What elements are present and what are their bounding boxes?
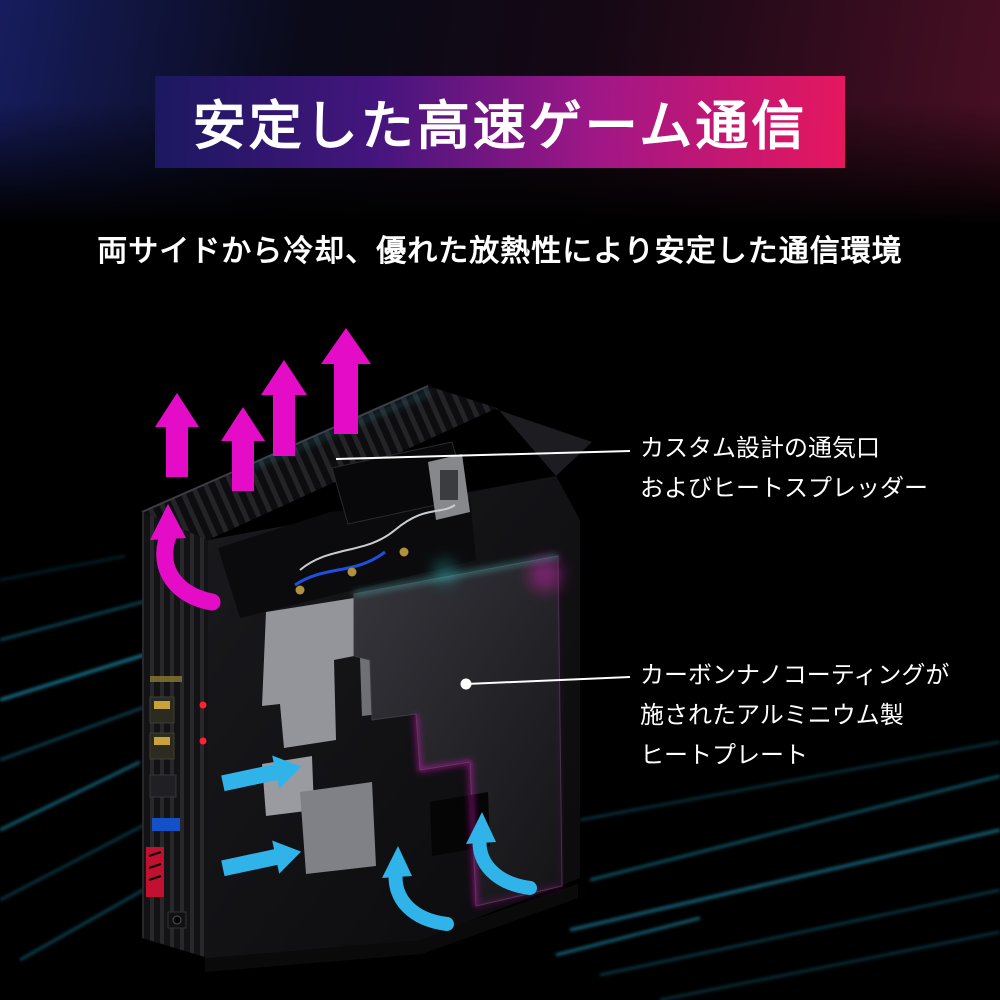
plate-glow-magenta-right bbox=[557, 555, 563, 887]
screw bbox=[399, 547, 409, 557]
device-internal-pcb bbox=[218, 441, 476, 618]
heatplate-callout-line bbox=[465, 676, 631, 685]
curved-arrow-icon bbox=[466, 812, 537, 895]
red-logo-strip bbox=[146, 847, 164, 897]
heatplate-callout-dot bbox=[460, 678, 472, 690]
up-arrow-icon bbox=[261, 360, 307, 456]
up-arrow-icon bbox=[155, 393, 199, 477]
right-arrow-icon bbox=[221, 840, 302, 877]
status-led bbox=[199, 737, 207, 745]
callout-lines bbox=[335, 450, 631, 690]
callout-heatplate: カーボンナノコーティングが 施されたアルミニウム製 ヒートプレート bbox=[640, 656, 949, 776]
callout-heatplate-line2: 施されたアルミニウム製 bbox=[640, 702, 904, 729]
status-led bbox=[199, 701, 207, 709]
callout-heatplate-line1: カーボンナノコーティングが bbox=[640, 662, 950, 689]
callout-vent-line1: カスタム設計の通気口 bbox=[640, 435, 880, 462]
curved-arrow-icon bbox=[150, 504, 221, 611]
device-ports bbox=[146, 676, 207, 929]
speed-streaks-right bbox=[555, 741, 1000, 1000]
callout-vent: カスタム設計の通気口 およびヒートスプレッダー bbox=[640, 429, 928, 509]
heat-exhaust-arrows bbox=[150, 328, 371, 611]
screw bbox=[347, 567, 357, 577]
blue-wire bbox=[294, 550, 386, 587]
speed-streaks-left bbox=[0, 555, 176, 961]
plate-glow-magenta-bottom bbox=[475, 884, 563, 908]
callout-vent-line2: およびヒートスプレッダー bbox=[640, 475, 928, 502]
magenta-corner-glow bbox=[529, 559, 561, 591]
device-front-face bbox=[142, 512, 208, 958]
right-arrow-icon bbox=[221, 755, 302, 792]
up-arrow-icon bbox=[321, 328, 371, 434]
vent-callout-line bbox=[335, 450, 631, 460]
screw bbox=[295, 585, 305, 595]
device-vent-roof bbox=[142, 386, 497, 540]
curved-arrow-icon bbox=[382, 846, 454, 931]
up-arrow-icon bbox=[221, 407, 265, 491]
air-intake-arrows bbox=[221, 755, 537, 931]
plate-glow-cyan bbox=[353, 554, 559, 596]
antenna-wire bbox=[299, 504, 456, 571]
subtitle-text: 両サイドから冷却、優れた放熱性により安定した通信環境 bbox=[97, 235, 903, 268]
page-title: 安定した高速ゲーム通信 bbox=[192, 97, 808, 156]
cyan-corner-glow bbox=[434, 561, 456, 583]
title-banner: 安定した高速ゲーム通信 bbox=[155, 76, 845, 168]
usb-port bbox=[152, 818, 180, 831]
callout-heatplate-line3: ヒートプレート bbox=[640, 742, 808, 769]
carbon-heat-plate bbox=[353, 554, 563, 908]
